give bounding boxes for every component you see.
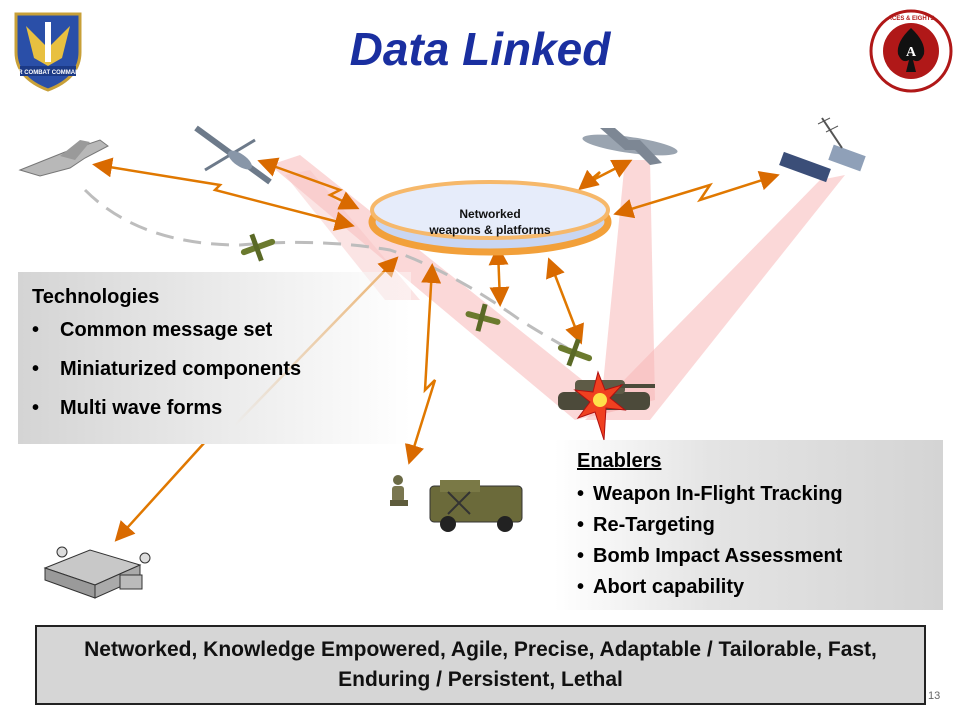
enablers-panel: Enablers Weapon In-Flight Tracking Re-Ta… xyxy=(555,440,943,610)
slide-title: Data Linked xyxy=(349,23,611,75)
svg-text:A: A xyxy=(906,45,917,60)
uav-drone-icon xyxy=(194,125,272,185)
tanker-aircraft-icon xyxy=(582,128,678,165)
fighter-jet-icon xyxy=(18,139,109,177)
hub-label-line2: weapons & platforms xyxy=(428,223,551,237)
air-combat-command-logo: AIR COMBAT COMMAND xyxy=(12,12,84,92)
sensor-beam xyxy=(270,155,620,420)
cruise-missile-icon xyxy=(240,233,276,262)
sensor-beam xyxy=(600,160,655,415)
technologies-heading: Technologies xyxy=(32,286,160,308)
network-hub: Networked weapons & platforms xyxy=(368,180,612,256)
enablers-list: Weapon In-Flight Tracking Re-Targeting B… xyxy=(577,482,843,606)
enablers-item: Abort capability xyxy=(577,575,843,606)
hub-label-line1: Networked xyxy=(459,207,520,221)
data-link-arrow xyxy=(578,159,633,191)
sensor-beam xyxy=(585,175,845,420)
enablers-item: Weapon In-Flight Tracking xyxy=(577,482,843,513)
technologies-item: Multi wave forms xyxy=(32,396,301,435)
data-link-arrow xyxy=(613,171,780,219)
cruise-missile-icon xyxy=(465,303,501,332)
enablers-item: Re-Targeting xyxy=(577,513,843,544)
technologies-panel: Technologies Common message set Miniatur… xyxy=(18,272,411,444)
satellite-icon xyxy=(779,117,866,183)
aces-and-eights-logo: A ACES & EIGHTS xyxy=(869,9,953,93)
data-link-arrow xyxy=(488,245,510,307)
technologies-list: Common message set Miniaturized componen… xyxy=(32,318,301,435)
data-link-arrow xyxy=(257,157,360,210)
data-link-arrow xyxy=(404,263,442,465)
enablers-item: Bomb Impact Assessment xyxy=(577,544,843,575)
aces-logo-text: ACES & EIGHTS xyxy=(888,16,935,22)
page-number: 13 xyxy=(928,690,941,702)
summary-text: Networked, Knowledge Empowered, Agile, P… xyxy=(84,638,877,691)
technologies-item: Miniaturized components xyxy=(32,357,301,396)
acc-logo-text: AIR COMBAT COMMAND xyxy=(12,70,84,76)
cruise-missile-icon xyxy=(557,338,593,367)
humvee-icon xyxy=(429,480,523,532)
missile-flight-path xyxy=(83,188,591,362)
technologies-item: Common message set xyxy=(32,318,301,357)
summary-box: Networked, Knowledge Empowered, Agile, P… xyxy=(35,625,926,705)
enablers-heading: Enablers xyxy=(577,450,662,472)
data-link-arrow xyxy=(546,257,584,345)
soldier-icon xyxy=(390,475,408,506)
command-center-icon xyxy=(43,546,151,599)
